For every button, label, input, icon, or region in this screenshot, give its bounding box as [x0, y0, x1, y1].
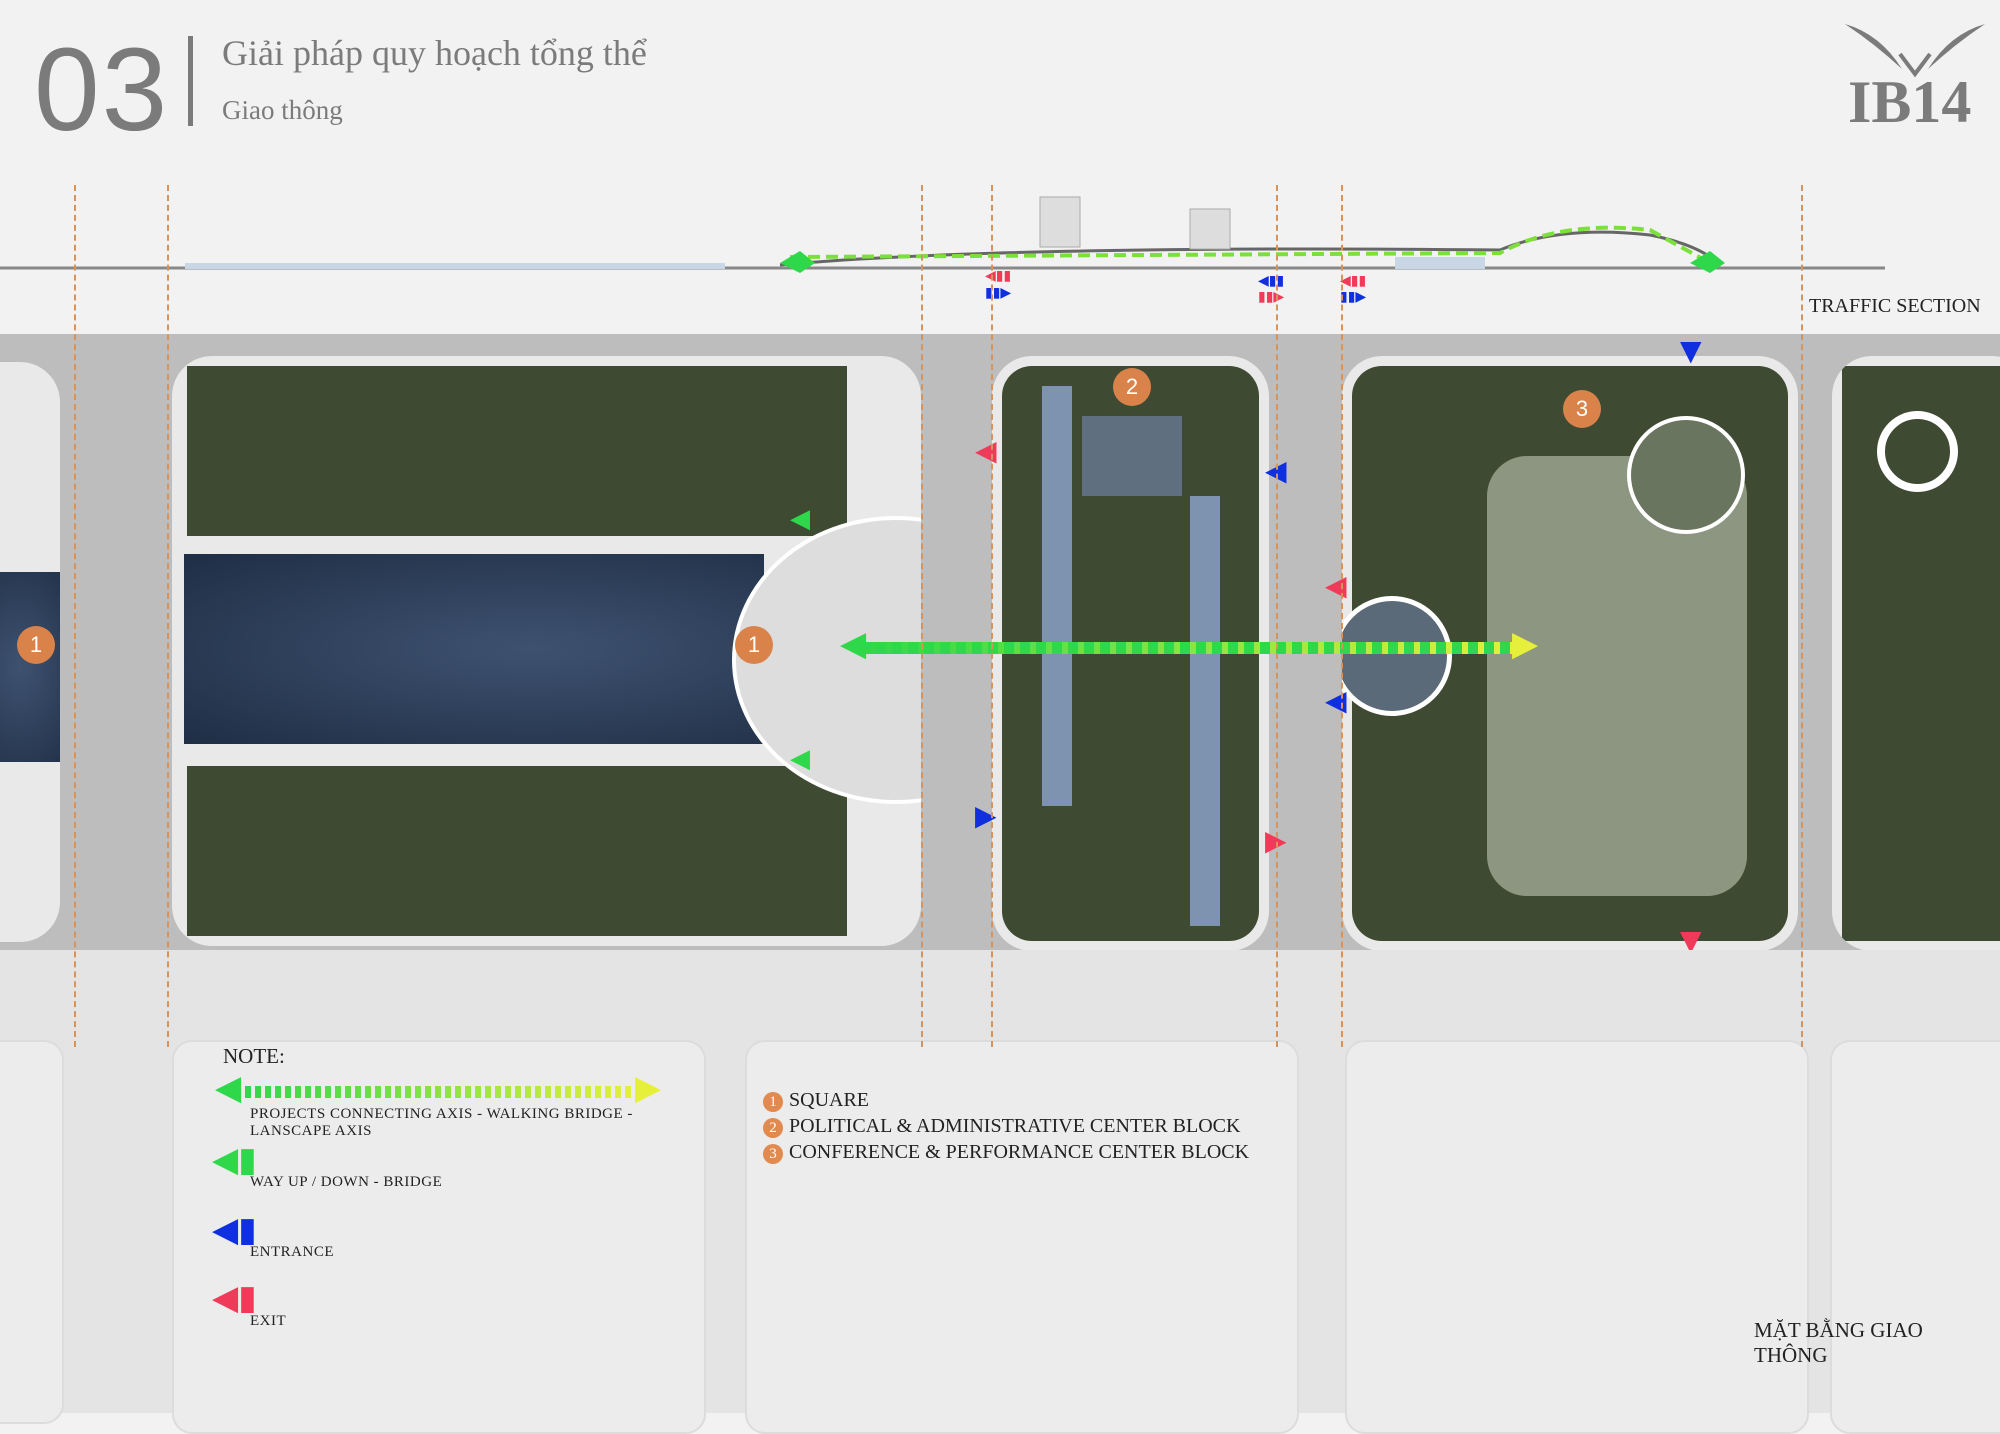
- marker-political-block: 2: [1113, 368, 1151, 406]
- section-line: [991, 185, 993, 1047]
- note-entrance-label: ENTRANCE: [250, 1244, 334, 1260]
- entrance-arrow-icon: ▼: [1680, 334, 1702, 367]
- green-arrow-icon: ◀▮: [212, 1140, 257, 1180]
- svg-text:◀▮▮: ◀▮▮: [985, 269, 1011, 284]
- wings-logo-icon: [1845, 24, 1985, 78]
- entrance-arrow-icon: ▶: [975, 799, 997, 832]
- page-title: Giải pháp quy hoạch tổng thể: [222, 33, 647, 73]
- square-block: [172, 356, 921, 946]
- svg-text:▮▮▶: ▮▮▶: [1258, 290, 1284, 305]
- page-subtitle: Giao thông: [222, 95, 343, 125]
- walking-bridge-axis: [860, 642, 1520, 654]
- svg-text:▮▮▶: ▮▮▶: [985, 286, 1011, 301]
- exit-arrow-icon: ◀: [975, 434, 997, 467]
- marker-square: 1: [735, 626, 773, 664]
- entrance-arrow-icon: ◀: [1265, 454, 1287, 487]
- yellow-arrow-icon: ▶: [1512, 624, 1539, 664]
- traffic-section-label: TRAFFIC SECTION: [1809, 295, 1981, 317]
- way-down-arrow-icon: ◀: [790, 744, 810, 774]
- marker-conference-block: 3: [1563, 390, 1601, 428]
- section-line: [1276, 185, 1278, 1047]
- site-plan: ◀ ▶ ◀ ◀ ◀ ▶ ◀ ▶ ◀ ◀ ▼ ▼ 1 1 2 3: [0, 334, 2000, 957]
- note-heading: NOTE:: [223, 1044, 285, 1068]
- entrance-arrow-icon: ◀: [1325, 684, 1347, 717]
- green-arrow-icon: ◀: [840, 624, 867, 664]
- logo-text: IB14: [1848, 69, 1972, 135]
- section-line: [921, 185, 923, 1047]
- note-exit-label: EXIT: [250, 1313, 287, 1329]
- marker-square: 1: [17, 626, 55, 664]
- plan-title: MẶT BẰNG GIAO THÔNG: [1754, 1318, 1923, 1367]
- header-divider: [188, 36, 193, 126]
- exit-arrow-icon: ◀: [1325, 569, 1347, 602]
- svg-text:▮▮▶: ▮▮▶: [1340, 290, 1366, 305]
- exit-arrow-icon: ▶: [1265, 824, 1287, 857]
- section-line: [74, 185, 76, 1047]
- context-area: [0, 950, 2000, 1434]
- traffic-section-drawing: ◀▮▮ ▮▮▶ ◀▮▮ ▮▮▶ ◀▮▮ ▮▮▶: [0, 196, 1885, 305]
- blue-arrow-icon: ◀▮: [212, 1210, 257, 1250]
- exit-arrow-icon: ▼: [1680, 924, 1702, 957]
- section-line: [1801, 185, 1803, 1047]
- section-number: 03: [34, 24, 170, 156]
- svg-text:◀▮▮: ◀▮▮: [1340, 274, 1366, 289]
- section-line: [167, 185, 169, 1047]
- note-bridge-label: WAY UP / DOWN - BRIDGE: [250, 1174, 443, 1190]
- red-arrow-icon: ◀▮: [212, 1278, 257, 1318]
- note-axis-label: PROJECTS CONNECTING AXIS - WALKING BRIDG…: [250, 1106, 633, 1139]
- section-line: [1341, 185, 1343, 1047]
- way-up-arrow-icon: ◀: [790, 504, 810, 534]
- svg-text:◀▮▮: ◀▮▮: [1258, 274, 1284, 289]
- right-block: [1832, 356, 2000, 951]
- gradient-double-arrow-icon: ◀ ▶: [215, 1068, 662, 1108]
